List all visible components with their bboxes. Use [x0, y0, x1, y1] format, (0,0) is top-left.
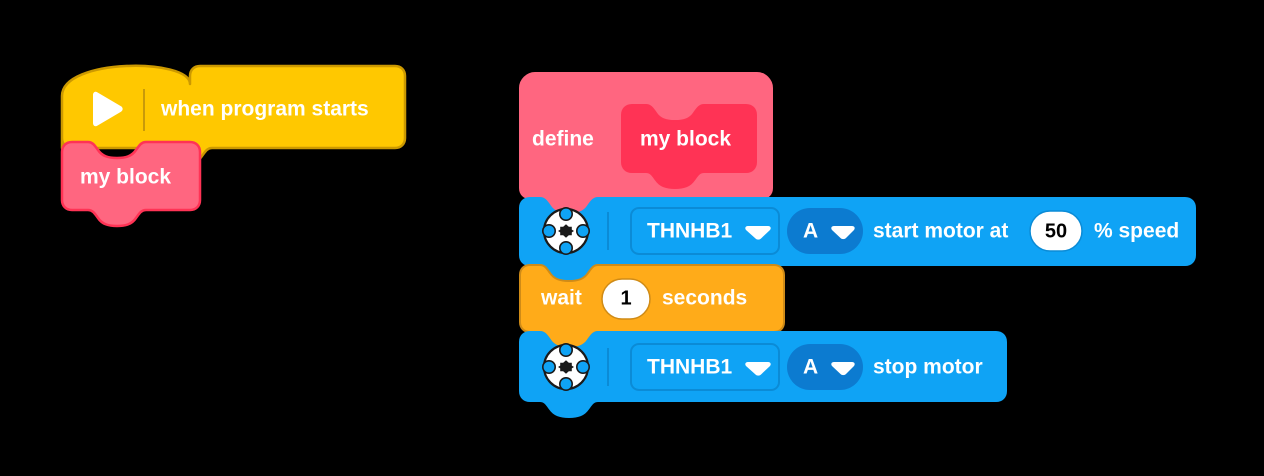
call-my-block-shape[interactable] — [60, 140, 202, 228]
stop-motor-label: stop motor — [873, 356, 983, 379]
seconds-input-box[interactable] — [601, 278, 651, 320]
speed-input-value: 50 — [1045, 220, 1067, 242]
device-dropdown-value: THNHB1 — [647, 356, 732, 379]
port-dropdown-value: A — [803, 220, 818, 243]
port-dropdown[interactable]: A — [787, 208, 863, 254]
call-my-block-label: my block — [80, 166, 171, 189]
hub-icon — [541, 342, 590, 391]
start-motor-text-after: % speed — [1094, 220, 1179, 243]
when-program-starts-label: when program starts — [160, 98, 369, 121]
wait-text-after: seconds — [662, 287, 747, 310]
wait-seconds-block[interactable]: wait 1 seconds — [519, 264, 785, 349]
seconds-input-value: 1 — [620, 287, 631, 309]
wait-text-before: wait — [540, 287, 582, 310]
seconds-input[interactable]: 1 — [601, 278, 651, 320]
speed-input[interactable]: 50 — [1029, 210, 1083, 252]
device-dropdown-value: THNHB1 — [647, 220, 732, 243]
play-icon — [93, 91, 123, 127]
port-dropdown-value: A — [803, 356, 818, 379]
define-my-block-hat-block[interactable]: define my block — [519, 72, 773, 215]
device-dropdown[interactable]: THNHB1 — [630, 207, 780, 255]
device-dropdown[interactable]: THNHB1 — [630, 343, 780, 391]
device-dropdown-box[interactable] — [630, 343, 780, 391]
device-dropdown-box[interactable] — [630, 207, 780, 255]
my-block-prototype-shape[interactable] — [621, 104, 757, 189]
start-motor-block[interactable]: THNHB1 A start motor at 50 % speed — [519, 197, 1196, 282]
my-block-prototype-label: my block — [640, 128, 731, 151]
stop-motor-block[interactable]: THNHB1 A stop motor — [519, 331, 1007, 418]
define-label: define — [532, 128, 594, 151]
chevron-down-icon[interactable] — [745, 362, 771, 376]
port-dropdown-box[interactable] — [787, 208, 863, 254]
speed-input-box[interactable] — [1029, 210, 1083, 252]
port-dropdown-box[interactable] — [787, 344, 863, 390]
my-block-definition-script[interactable]: define my block THNHB1 — [519, 72, 1196, 418]
port-dropdown[interactable]: A — [787, 344, 863, 390]
chevron-down-icon[interactable] — [831, 226, 855, 240]
call-my-block-block[interactable]: my block — [60, 140, 202, 228]
chevron-down-icon[interactable] — [745, 226, 771, 240]
start-motor-text-before: start motor at — [873, 220, 1008, 243]
chevron-down-icon[interactable] — [831, 362, 855, 376]
hub-icon — [541, 207, 590, 256]
main-script[interactable]: when program starts my block — [60, 64, 407, 228]
